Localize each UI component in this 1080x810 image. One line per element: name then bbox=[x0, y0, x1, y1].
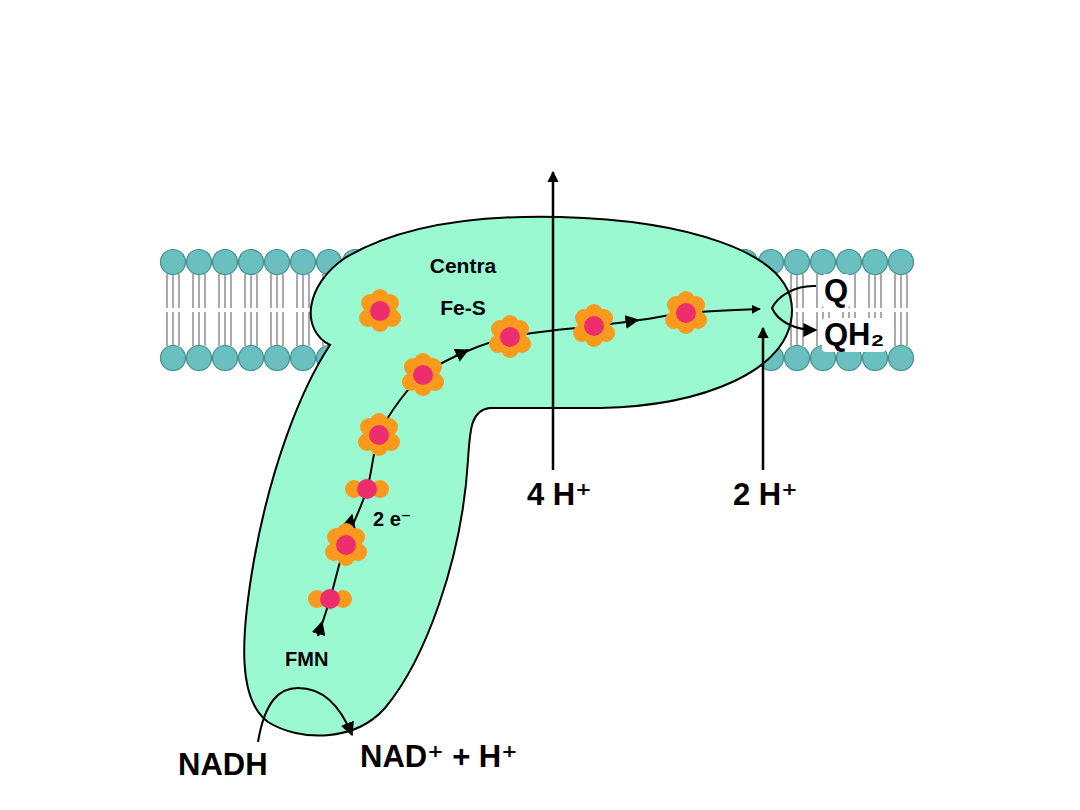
electron-path bbox=[318, 309, 760, 636]
fe-s-cluster bbox=[308, 589, 352, 609]
cofactor-label: FMN bbox=[285, 648, 328, 670]
electron-arrow bbox=[625, 320, 638, 322]
fe-s-cluster bbox=[489, 315, 531, 358]
electron-label: 2 e⁻ bbox=[373, 508, 411, 530]
proton-label: 2 H⁺ bbox=[733, 478, 798, 512]
fe-s-cluster bbox=[358, 413, 400, 456]
molecule-label: Q bbox=[822, 274, 850, 308]
electron-arrow bbox=[455, 350, 468, 356]
molecule-label: NAD⁺ + H⁺ bbox=[360, 740, 518, 774]
enzyme-complex: Centra Fe-S 2 e⁻ FMN bbox=[240, 215, 795, 740]
fe-s-cluster bbox=[402, 353, 444, 396]
fe-s-cluster bbox=[359, 289, 401, 332]
fe-s-cluster bbox=[665, 291, 707, 334]
proton-label: 4 H⁺ bbox=[527, 478, 592, 512]
proton-arrow bbox=[552, 172, 555, 470]
proton-arrow bbox=[762, 328, 765, 470]
electron-arrow bbox=[318, 622, 322, 636]
molecule-label: QH₂ bbox=[822, 318, 886, 352]
cluster-label: Centra Fe-S bbox=[413, 245, 513, 329]
molecule-label: NADH bbox=[178, 748, 268, 782]
fe-s-cluster bbox=[325, 523, 367, 566]
fe-s-cluster bbox=[573, 304, 615, 347]
enzyme-shape bbox=[244, 217, 792, 736]
fe-s-cluster bbox=[345, 479, 389, 499]
reduction-arrow bbox=[772, 286, 816, 330]
oxidation-arrow bbox=[258, 688, 352, 742]
